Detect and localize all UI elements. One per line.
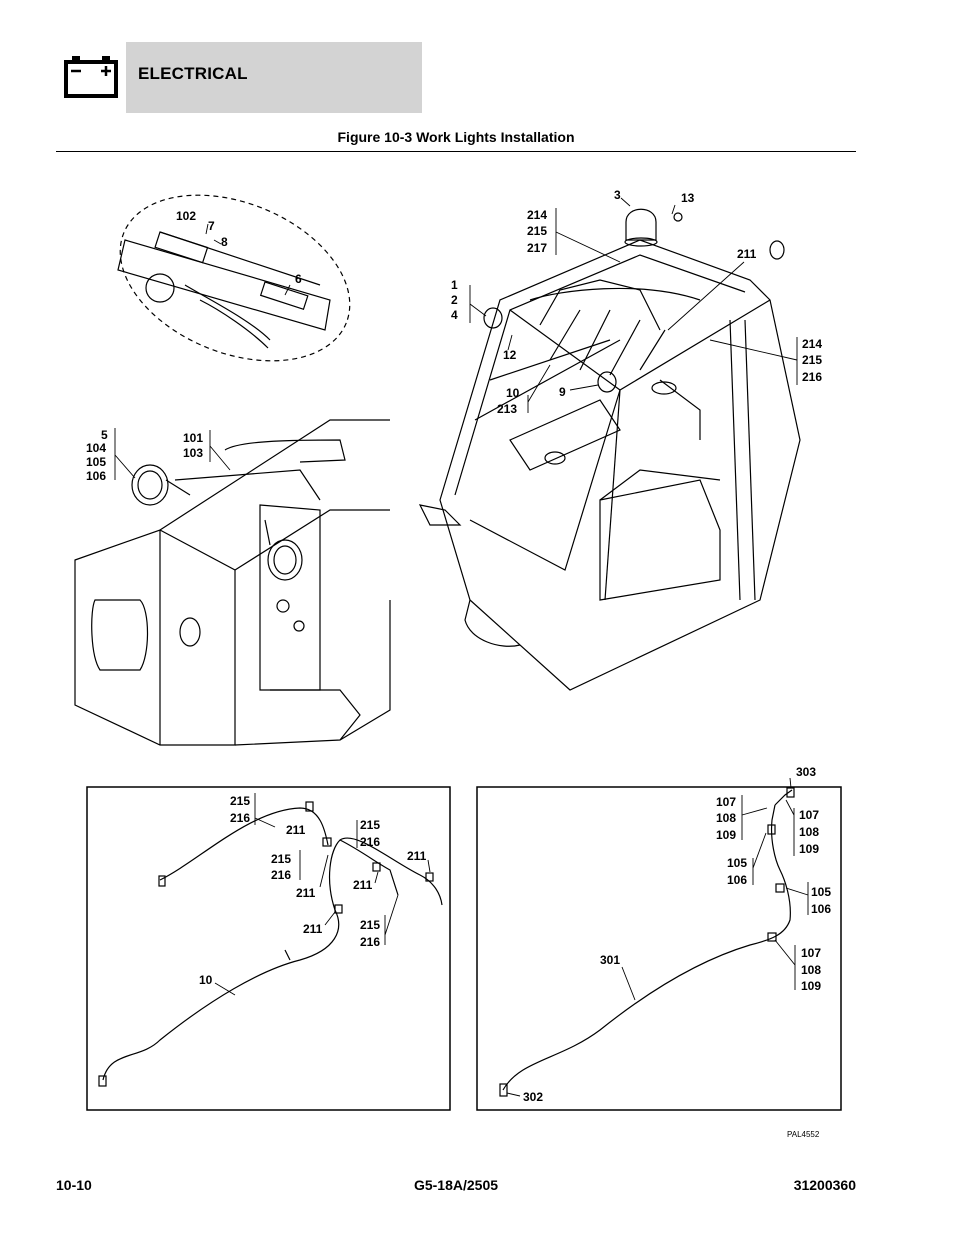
callout-label: 108 [716,811,736,825]
callout-label: 211 [407,849,427,863]
callout-label: 303 [796,765,816,779]
figure-title: Figure 10-3 Work Lights Installation [337,129,575,145]
callout-label: 301 [600,953,620,967]
callout-label: 211 [303,922,323,936]
callout-label: 215 [230,794,250,808]
callout-label: 106 [727,873,747,887]
detail-oval [119,194,351,362]
callout-label: 10 [506,386,520,400]
callout-label: 215 [802,353,822,367]
callout-label: 101 [183,431,203,445]
callout-label: 105 [727,856,747,870]
callout-label: 302 [523,1090,543,1104]
callout-label: 4 [451,308,458,322]
callout-label: 108 [799,825,819,839]
callout-label: 107 [801,946,821,960]
section-title: ELECTRICAL [138,64,248,83]
callout-label: 107 [799,808,819,822]
callout-label: 211 [353,878,373,892]
callout-label: 12 [503,348,517,362]
callout-label: 211 [286,823,306,837]
model-code: G5-18A/2505 [413,1177,499,1193]
callout-label: 217 [527,241,547,255]
callout-label: 215 [360,918,380,932]
page-number: 10-10 [56,1177,92,1193]
callout-label: 104 [86,441,106,455]
callout-label: 216 [271,868,291,882]
drawing-ref-code: PAL4552 [787,1130,820,1139]
callout-label: 105 [86,455,106,469]
part-number: 31200360 [793,1177,856,1193]
callout-label: 106 [86,469,106,483]
callout-label: 109 [799,842,819,856]
callout-label: 105 [811,885,831,899]
callout-label: 214 [527,208,547,222]
battery-icon [56,42,126,113]
callout-label: 211 [296,886,316,900]
callout-label: 109 [716,828,736,842]
callout-label: 102 [176,209,196,223]
callout-label: 108 [801,963,821,977]
callout-label: 214 [802,337,822,351]
callout-label: 215 [360,818,380,832]
callout-label: 3 [614,188,621,202]
callout-label: 216 [360,835,380,849]
callout-label: 216 [802,370,822,384]
callout-label: 6 [295,272,302,286]
callout-label: 216 [360,935,380,949]
callout-label: 213 [497,402,517,416]
callout-label: 103 [183,446,203,460]
title-rule [56,151,856,152]
callout-label: 13 [681,191,695,205]
callout-label: 215 [527,224,547,238]
callout-label: 1 [451,278,458,292]
callout-label: 215 [271,852,291,866]
harness-box-left [86,786,451,1111]
callout-label: 107 [716,795,736,809]
callout-label: 8 [221,235,228,249]
callout-label: 106 [811,902,831,916]
callout-label: 216 [230,811,250,825]
callout-label: 10 [199,973,213,987]
callout-label: 9 [559,385,566,399]
callout-label: 211 [737,247,757,261]
callout-label: 109 [801,979,821,993]
callout-label: 5 [101,428,108,442]
harness-box-right [476,786,842,1111]
callout-label: 2 [451,293,458,307]
callout-label: 7 [208,219,215,233]
